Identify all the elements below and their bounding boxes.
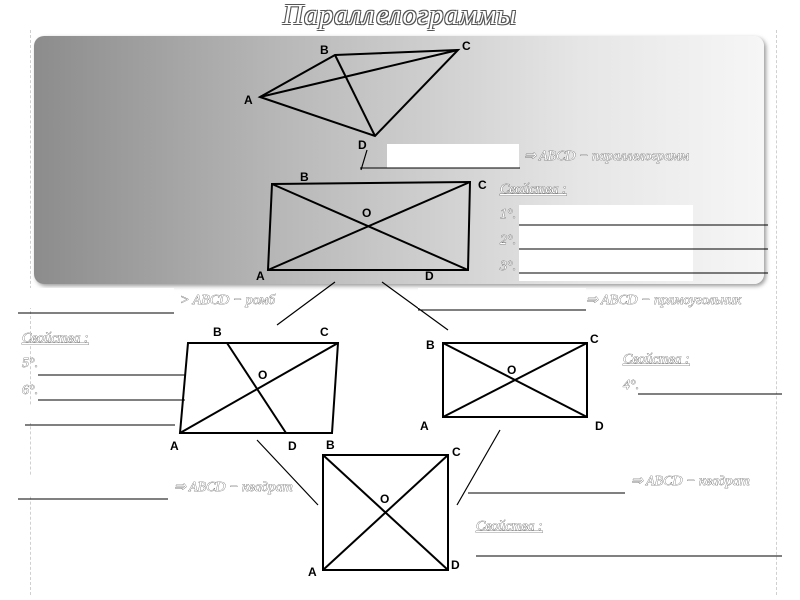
square-shape [322,454,449,571]
parallelogram-diagonal-ac [267,181,471,271]
quad-vertex-c: C [462,39,471,53]
rhombus-vertex-a: A [170,439,179,453]
square-vertex-b: B [326,438,335,452]
parallelogram-properties-heading: Свойства : [500,182,567,197]
quadrilateral [257,48,461,138]
arrow-rhombus-to-square [256,439,319,506]
rectangle-vertex-d: D [595,419,604,433]
arrow-to-rhombus [276,281,336,326]
square-right-implies: ⇒ ABCD − квадрат [631,474,750,489]
arrow-rectangle-to-square [456,429,501,506]
parallelogram-vertex-c: C [478,178,487,192]
parallelogram-vertex-b: B [300,170,309,184]
square-vertex-d: D [451,558,460,572]
rhombus-center-o: O [258,368,267,382]
arrow-to-rectangle [381,281,449,331]
quad-diagonal-ac [259,49,459,98]
parallelogram-properties-box [519,205,693,281]
parallelogram-property-1: 1°. [500,207,516,222]
quad-vertex-d: D [358,138,367,152]
square-diagonal-ac [322,454,449,571]
quad-shape [257,48,461,138]
rhombus-properties-box [12,405,172,423]
rectangle-shape [442,342,588,418]
rhombus-diagonal-ac [179,342,339,434]
rectangle [442,342,588,418]
rhombus [178,342,340,434]
parallelogram [266,180,472,271]
rectangle-diagonal-ac [442,342,588,418]
rhombus-diagonal-bd [226,342,287,434]
parallelogram-center-o: O [362,206,371,220]
rhombus-vertex-d: D [288,439,297,453]
rectangle-implies: ⇒ ABCD − прямоугольник [586,293,742,308]
square [322,454,449,571]
parallelogram-property-2: 2°. [500,233,516,248]
square-vertex-c: C [452,445,461,459]
rectangle-vertex-c: C [590,332,599,346]
parallelogram-vertex-a: A [256,269,265,283]
rhombus-implies: > ABCD − ромб [180,293,276,308]
rhombus-condition-box [18,288,174,308]
quad-diagonal-bd [334,54,376,137]
parallelogram-diagonal-bd [271,183,469,271]
blank-box [387,144,519,168]
parallelogram-vertex-d: D [425,269,434,283]
rhombus-vertex-b: B [213,325,222,339]
quad-vertex-b: B [320,43,329,57]
rhombus-property-6: 6°. [22,383,38,398]
rectangle-vertex-b: B [426,338,435,352]
square-left-implies: ⇒ ABCD − квадрат [174,480,293,495]
rhombus-properties-heading: Свойства : [22,331,89,346]
square-vertex-a: A [308,565,317,579]
quad-vertex-a: A [244,93,253,107]
rectangle-property-4: 4°. [623,378,639,393]
parallelogram-property-3: 3°. [499,259,516,274]
page-title: Параллелограммы [282,0,518,31]
rhombus-vertex-c: C [320,325,329,339]
square-properties-heading: Свойства : [476,519,543,534]
rectangle-center-o: O [507,363,516,377]
parallelogram-implies: ⇒ ABCD − параллелограмм [524,149,689,164]
rectangle-vertex-a: A [420,419,429,433]
arrow-line [360,149,368,171]
rhombus-shape [178,342,340,434]
rhombus-property-5: 5°. [22,356,38,371]
square-properties-box [474,560,690,578]
square-center-o: O [380,492,389,506]
rectangle-condition-box [418,288,586,308]
rectangle-properties-heading: Свойства : [623,352,690,367]
square-left-condition-box [0,475,170,495]
